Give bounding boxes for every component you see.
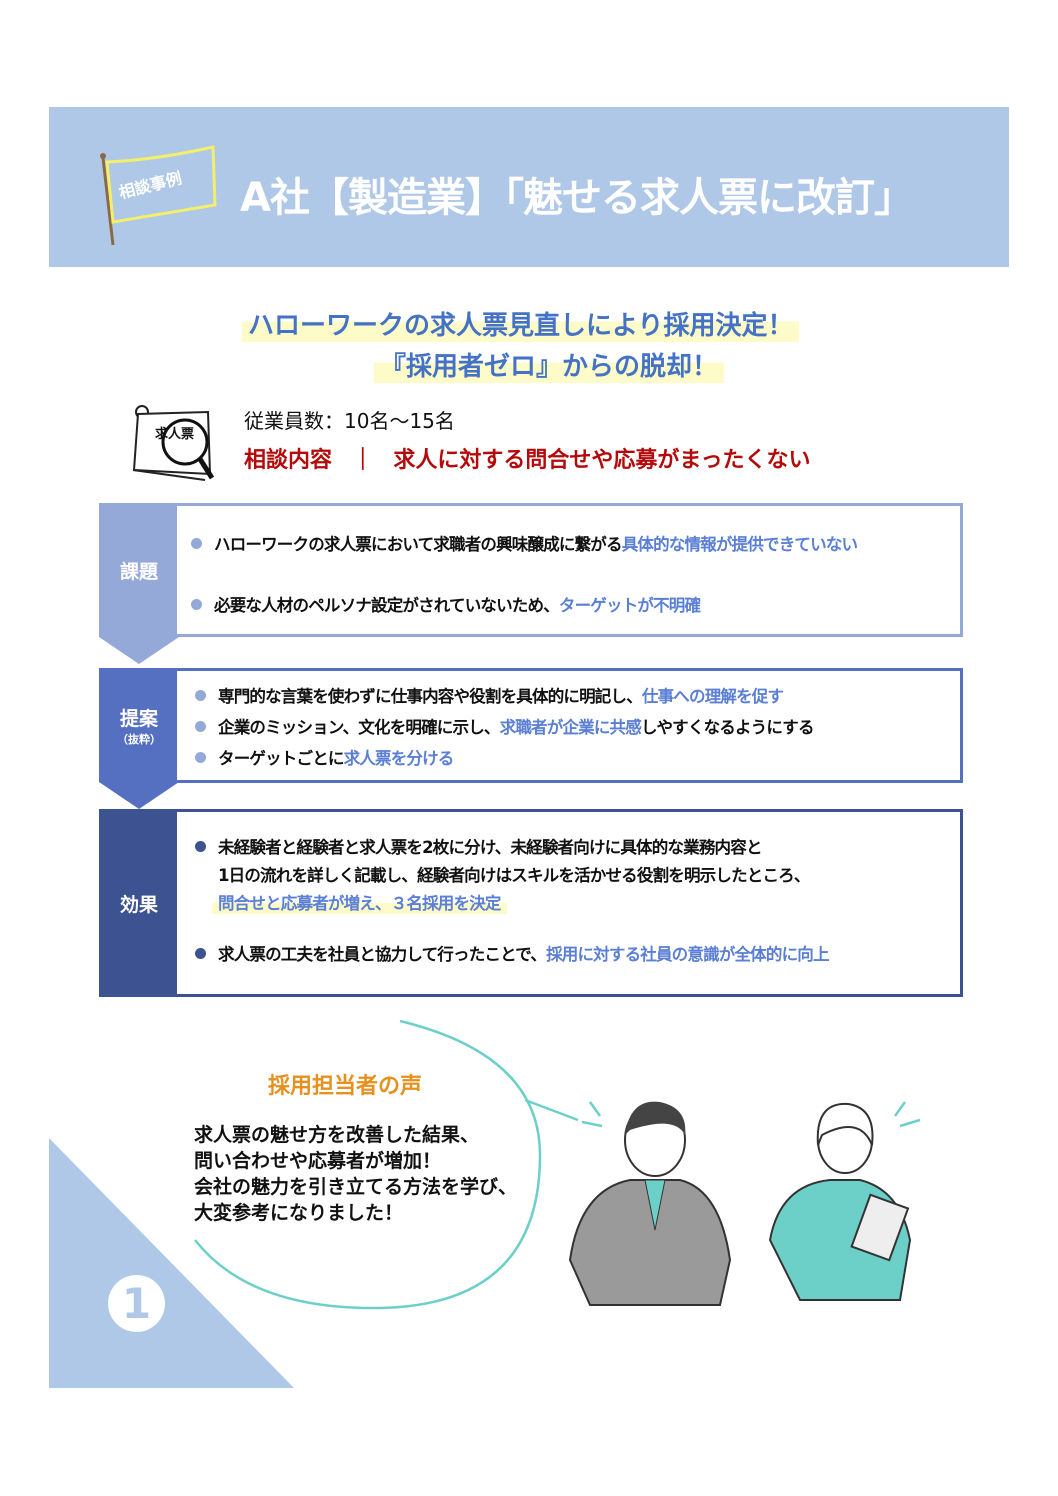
issue-item: 必要な人材のペルソナ設定がされていないため、ターゲットが不明確 — [191, 592, 701, 616]
effect-item: 未経験者と経験者と求人票を2枚に分け、未経験者向けに具体的な業務内容と — [195, 834, 762, 858]
flag-icon — [100, 145, 217, 246]
proposal-item: 企業のミッション、文化を明確に示し、求職者が企業に共感しやすくなるようにする — [195, 714, 814, 738]
voice-line: 会社の魅力を引き立てる方法を学び、 — [194, 1176, 518, 1198]
page-number: 1 — [108, 1275, 165, 1332]
corner-triangle — [49, 1138, 294, 1388]
employee-count: 従業員数：10名～15名 — [244, 409, 455, 433]
voice-title: 採用担当者の声 — [268, 1074, 423, 1099]
proposal-item: 専門的な言葉を使わずに仕事内容や役割を具体的に明記し、仕事への理解を促す — [195, 683, 784, 707]
page-title: A社【製造業】「魅せる求人票に改訂」 — [240, 175, 914, 221]
man-icon — [568, 1101, 732, 1306]
effect-highlight: 問合せと応募者が増え、３名採用を決定 — [212, 890, 507, 914]
voice-line: 問い合わせや応募者が増加！ — [194, 1150, 442, 1172]
issue-item: ハローワークの求人票において求職者の興味醸成に繋がる具体的な情報が提供できていな… — [191, 531, 858, 555]
job-ticket-magnifier-icon: 求人票 — [132, 405, 215, 481]
headline-2: 『採用者ゼロ』からの脱却！ — [374, 346, 725, 383]
issues-box: ハローワークの求人票において求職者の興味醸成に繋がる具体的な情報が提供できていな… — [177, 503, 963, 637]
separator: ｜ — [351, 448, 374, 473]
voice-line: 求人票の魅せ方を改善した結果、 — [194, 1124, 480, 1146]
proposal-box: 専門的な言葉を使わずに仕事内容や役割を具体的に明記し、仕事への理解を促す 企業の… — [177, 668, 963, 783]
consultation-summary: 相談内容 ｜ 求人に対する問合せや応募がまったくない — [244, 442, 811, 474]
arrow-down — [99, 637, 179, 664]
staff-illustration — [568, 1101, 921, 1306]
bullet-icon — [191, 599, 202, 610]
woman-icon — [768, 1102, 912, 1301]
header-banner — [49, 107, 1009, 267]
effect-label: 効果 — [99, 809, 179, 997]
proposal-item: ターゲットごとに求人票を分ける — [195, 745, 454, 769]
consult-text: 求人に対する問合せや応募がまったくない — [393, 448, 811, 473]
icon-label: 求人票 — [155, 426, 194, 442]
consult-label: 相談内容 — [244, 448, 333, 473]
issues-label: 課題 — [99, 503, 179, 637]
headline-1: ハローワークの求人票見直しにより採用決定！ — [242, 305, 800, 342]
effect-item: 求人票の工夫を社員と協力して行ったことで、採用に対する社員の意識が全体的に向上 — [195, 941, 829, 965]
effect-item-line: 1日の流れを詳しく記載し、経験者向けはスキルを活かせる役割を明示したところ、 — [218, 866, 810, 885]
effect-box: 未経験者と経験者と求人票を2枚に分け、未経験者向けに具体的な業務内容と 1日の流… — [177, 809, 963, 997]
arrow-down — [99, 782, 179, 809]
speech-bubble — [194, 1019, 579, 1310]
bullet-icon — [191, 538, 202, 549]
voice-line: 大変参考になりました！ — [194, 1202, 404, 1224]
proposal-label: 提案（抜粋） — [99, 668, 179, 782]
